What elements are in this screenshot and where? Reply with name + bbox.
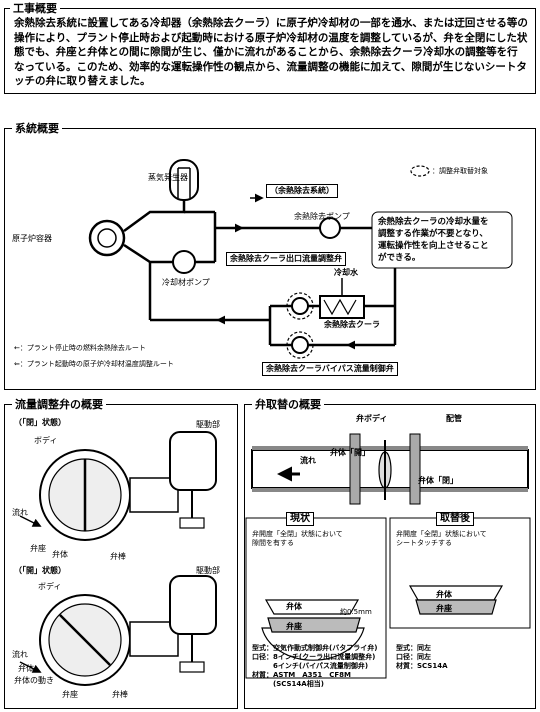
- callout-line-2: 調整する作業が不要となり、: [378, 229, 488, 239]
- open-seat-label: 弁座: [62, 690, 78, 699]
- after-desc-line-1: 弁開度「全閉」状態において: [396, 530, 487, 538]
- flow-valve-heading: 流量調整弁の概要: [12, 398, 106, 411]
- legend-target: ：調整弁取替対象: [432, 167, 488, 175]
- current-desc-line-1: 弁開度「全閉」状態において: [252, 530, 343, 538]
- legend-shutdown: ←：プラント停止時の燃料余熱除去ルート: [14, 344, 146, 352]
- replace-drawings: [245, 433, 531, 679]
- current-specs: 型式：空気作動式制御弁(バタフライ弁) 口径：8インチ(クーラ出口流量調整弁) …: [252, 644, 377, 689]
- reactor-label: 原子炉容器: [12, 234, 52, 243]
- system-diagram: [88, 159, 513, 359]
- current-title: 現状: [286, 512, 314, 526]
- steam-generator-label: 蒸気発生器: [148, 173, 188, 182]
- pipe-flow-label: 流れ: [300, 456, 316, 465]
- gap-label: 約0.5mm: [340, 608, 372, 616]
- after-disc-label: 弁体: [436, 590, 452, 599]
- bypass-valve-label: 余熱除去クーラバイパス流量制御弁: [262, 362, 398, 376]
- coolant-pump-label: 冷却材ポンプ: [162, 278, 210, 287]
- after-spec-2: 口径：同左: [396, 653, 431, 661]
- callout-line-3: 運転操作性を向上させること: [378, 241, 489, 251]
- after-spec-1: 型式：同左: [396, 644, 431, 652]
- current-spec-4: 材質：ASTM A351 CF8M: [252, 671, 351, 679]
- rhr-system-label: （余熱除去系統）: [266, 184, 338, 198]
- open-disc-label: 弁体: [18, 664, 34, 673]
- callout-line-1: 余熱除去クーラの冷却水量を: [378, 217, 489, 227]
- cooling-water-label: 冷却水: [334, 268, 358, 277]
- replace-box: [244, 404, 536, 709]
- system-overview-heading: 系統概要: [12, 122, 62, 135]
- open-stem-label: 弁棒: [112, 690, 128, 699]
- after-title: 取替後: [436, 512, 474, 526]
- after-desc: 弁開度「全閉」状態において シートタッチする: [396, 530, 487, 548]
- flow-valve-box: [4, 404, 238, 709]
- system-overview-box: [4, 128, 536, 390]
- legend-startup: ⇐：プラント起動時の原子炉冷却材温度調整ルート: [14, 360, 174, 368]
- current-spec-3: 6インチ(バイパス流量制御弁): [252, 662, 369, 670]
- work-summary-text: 余熱除去系統に設置してある冷却器（余熱除去クーラ）に原子炉冷却材の一部を通水、ま…: [14, 17, 528, 87]
- closed-body-label: ボディ: [34, 436, 58, 445]
- closed-stem-label: 弁棒: [110, 552, 126, 561]
- closed-flow-label: 流れ: [12, 508, 28, 517]
- after-specs: 型式：同左 口径：同左 材質：SCS14A: [396, 644, 448, 671]
- flow-valve-drawings: [19, 431, 217, 686]
- closed-state-label: （「閉」状態）: [14, 418, 66, 427]
- current-desc-line-2: 隙間を有する: [252, 539, 294, 547]
- open-actuator-label: 駆動部: [196, 566, 220, 575]
- work-summary-heading: 工事概要: [10, 2, 60, 15]
- current-desc: 弁開度「全閉」状態において 隙間を有する: [252, 530, 343, 548]
- current-spec-1: 型式：空気作動式制御弁(バタフライ弁): [252, 644, 378, 652]
- disc-open-label: 弁体「開」: [330, 448, 370, 457]
- piping-label: 配管: [446, 414, 462, 423]
- callout-line-4: ができる。: [378, 253, 421, 263]
- rhr-pump-label: 余熱除去ポンプ: [294, 212, 350, 221]
- after-desc-line-2: シートタッチする: [396, 539, 452, 547]
- work-summary-box: [4, 8, 536, 94]
- open-state-label: （「開」状態）: [14, 566, 66, 575]
- callout-text: 余熱除去クーラの冷却水量を 調整する作業が不要となり、 運転操作性を向上させるこ…: [378, 216, 489, 264]
- current-disc-label: 弁体: [286, 602, 302, 611]
- after-spec-3: 材質：SCS14A: [396, 662, 448, 670]
- replace-heading: 弁取替の概要: [252, 398, 324, 411]
- current-spec-5: (SCS14A相当): [252, 680, 324, 688]
- rhr-cooler-label: 余熱除去クーラ: [324, 320, 380, 329]
- closed-actuator-label: 駆動部: [196, 420, 220, 429]
- after-seat-label: 弁座: [436, 604, 452, 613]
- outlet-valve-label: 余熱除去クーラ出口流量調整弁: [226, 252, 346, 266]
- open-body-label: ボディ: [38, 582, 62, 591]
- current-seat-label: 弁座: [286, 622, 302, 631]
- open-disc-motion-label: 弁体の動き: [14, 676, 54, 685]
- closed-seat-label: 弁座: [30, 544, 46, 553]
- open-flow-label: 流れ: [12, 650, 28, 659]
- disc-closed-label: 弁体「閉」: [418, 476, 458, 485]
- closed-disc-label: 弁体: [52, 550, 68, 559]
- valve-body-label: 弁ボディ: [356, 414, 388, 423]
- current-spec-2: 口径：8インチ(クーラ出口流量調整弁): [252, 653, 376, 661]
